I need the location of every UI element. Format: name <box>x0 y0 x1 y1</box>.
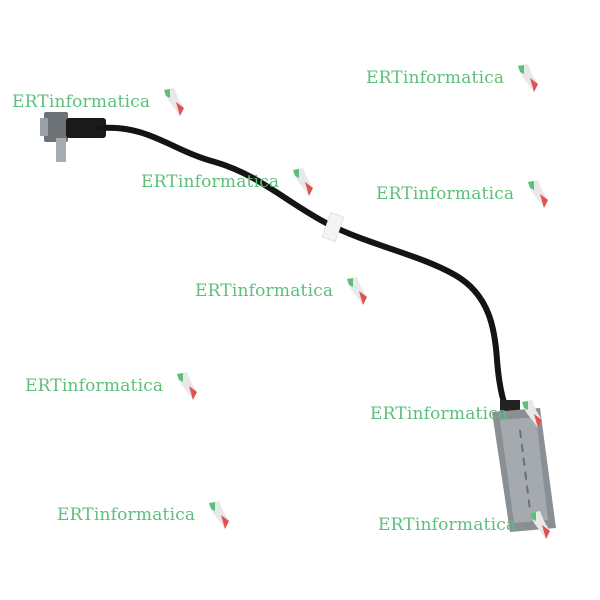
right-connector <box>492 400 556 532</box>
italy-flag-icon <box>177 372 198 400</box>
italy-flag-icon <box>530 511 551 539</box>
italy-flag-icon <box>164 88 185 116</box>
watermark: ERTinformatica <box>141 166 315 198</box>
watermark-text: ERTinformatica <box>57 505 196 525</box>
watermark: ERTinformatica <box>25 370 199 402</box>
italy-flag-icon <box>347 277 368 305</box>
watermark: ERTinformatica <box>378 509 552 541</box>
watermark: ERTinformatica <box>366 62 540 94</box>
watermark: ERTinformatica <box>195 275 369 307</box>
cable <box>97 124 509 411</box>
watermark: ERTinformatica <box>376 178 550 210</box>
watermark-text: ERTinformatica <box>25 376 164 396</box>
left-connector <box>40 112 106 162</box>
cable-label <box>321 212 345 242</box>
watermark-text: ERTinformatica <box>376 184 515 204</box>
italy-flag-icon <box>293 168 314 196</box>
watermark: ERTinformatica <box>370 398 544 430</box>
italy-flag-icon <box>209 501 230 529</box>
watermark-text: ERTinformatica <box>195 281 334 301</box>
watermark: ERTinformatica <box>12 86 186 118</box>
watermark-text: ERTinformatica <box>370 404 509 424</box>
watermark: ERTinformatica <box>57 499 231 531</box>
watermark-text: ERTinformatica <box>141 172 280 192</box>
italy-flag-icon <box>522 400 543 428</box>
watermark-text: ERTinformatica <box>378 515 517 535</box>
italy-flag-icon <box>528 180 549 208</box>
watermark-text: ERTinformatica <box>12 92 151 112</box>
watermark-text: ERTinformatica <box>366 68 505 88</box>
italy-flag-icon <box>518 64 539 92</box>
